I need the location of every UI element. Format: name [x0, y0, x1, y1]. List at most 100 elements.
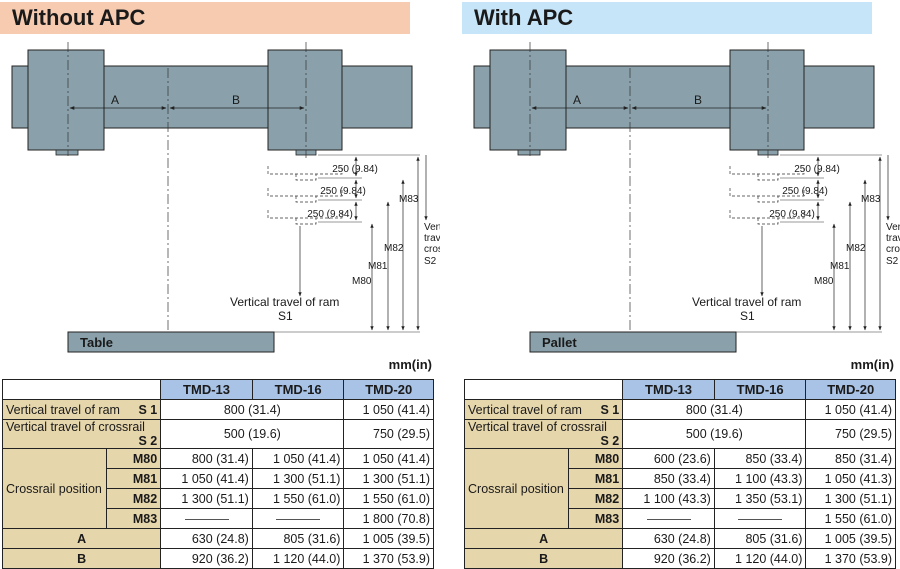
cell-ram-span: 800 (31.4)	[622, 399, 807, 420]
cell-b-c1: 920 (36.2)	[160, 548, 253, 569]
ram-travel-label: Vertical travel of ram	[692, 295, 801, 309]
sub-m82: M82	[106, 488, 162, 509]
cell-m81-c3: 1 300 (51.1)	[343, 468, 434, 489]
table-row: A 630 (24.8) 805 (31.6) 1 005 (39.5)	[1, 528, 434, 549]
cell-m80-c2: 1 050 (41.4)	[251, 448, 345, 469]
base-label: Table	[80, 335, 113, 350]
dim-a-label: A	[111, 93, 119, 107]
header-col-3: TMD-20	[805, 379, 896, 400]
ram-travel-s1: S1	[278, 309, 293, 323]
cell-m80-c2: 850 (33.4)	[713, 448, 807, 469]
m80-label: M80	[352, 276, 372, 287]
table-row: M82 1 300 (51.1) 1 550 (61.0) 1 550 (61.…	[3, 488, 434, 509]
crossrail-travel-line-1: Vertical	[424, 222, 440, 233]
panel-banner: Without APC	[0, 2, 410, 34]
panel-with-apc: With APC A B	[462, 0, 900, 569]
ram-travel-label: Vertical travel of ram	[230, 295, 339, 309]
base-block	[67, 331, 275, 353]
table-row: B 920 (36.2) 1 120 (44.0) 1 370 (53.9)	[463, 548, 896, 569]
left-column-foot	[55, 149, 79, 156]
row-label-b: B	[1, 548, 162, 569]
cell-ram-c3: 1 050 (41.4)	[343, 399, 434, 420]
unit-label: mm(in)	[388, 357, 432, 372]
table-row: M81 850 (33.4) 1 100 (43.3) 1 050 (41.3)	[465, 468, 896, 489]
cell-m82-c1: 1 100 (43.3)	[622, 488, 715, 509]
cell-m82-c2: 1 350 (53.1)	[713, 488, 807, 509]
crossrail-travel-line-2: travel of	[886, 233, 900, 244]
table-row: M83 1 550 (61.0)	[465, 508, 896, 529]
table-header-row: TMD-13 TMD-16 TMD-20	[463, 379, 896, 400]
cell-m81-c3: 1 050 (41.3)	[805, 468, 896, 489]
cell-m82-c1: 1 300 (51.1)	[160, 488, 253, 509]
header-col-1: TMD-13	[622, 379, 715, 400]
table-row: M83 1 800 (70.8)	[3, 508, 434, 529]
panel-title: Without APC	[12, 5, 146, 30]
cell-m83-c2	[251, 508, 345, 529]
cell-crossrail-c3: 750 (29.5)	[805, 419, 896, 449]
base-block	[529, 331, 737, 353]
table-row: A 630 (24.8) 805 (31.6) 1 005 (39.5)	[463, 528, 896, 549]
not-available-dash	[738, 518, 783, 520]
cell-m80-c3: 1 050 (41.4)	[343, 448, 434, 469]
cell-a-c3: 1 005 (39.5)	[343, 528, 434, 549]
row-label-b: B	[463, 548, 624, 569]
panel-title: With APC	[474, 5, 574, 30]
left-column	[27, 49, 105, 151]
cell-m82-c3: 1 550 (61.0)	[343, 488, 434, 509]
sub-m81: M81	[106, 468, 162, 489]
row-label-a: A	[463, 528, 624, 549]
crossrail-travel-line-3: crossrail	[424, 244, 440, 255]
sub-m80: M80	[568, 448, 624, 469]
cell-a-c2: 805 (31.6)	[251, 528, 345, 549]
cell-ram-c3: 1 050 (41.4)	[805, 399, 896, 420]
cell-m83-c3: 1 800 (70.8)	[343, 508, 434, 529]
step-label-3: 250 (9.84)	[769, 209, 815, 220]
crossrail-travel-line-3: crossrail	[886, 244, 900, 255]
cell-a-c3: 1 005 (39.5)	[805, 528, 896, 549]
sub-m81: M81	[568, 468, 624, 489]
cell-ram-span: 800 (31.4)	[160, 399, 345, 420]
step-label-1: 250 (9.84)	[794, 164, 840, 175]
cell-m80-c1: 800 (31.4)	[160, 448, 253, 469]
spec-table: TMD-13 TMD-16 TMD-20 Vertical travel of …	[1, 379, 434, 569]
not-available-dash	[646, 518, 691, 520]
cell-a-c1: 630 (24.8)	[622, 528, 715, 549]
table-row: Crossrail position M80 600 (23.6) 850 (3…	[463, 448, 896, 529]
not-available-dash	[276, 518, 321, 520]
extension-lines	[712, 154, 882, 333]
table-row: Crossrail position M80 800 (31.4) 1 050 …	[1, 448, 434, 529]
extension-lines	[250, 154, 420, 333]
dim-a-label: A	[573, 93, 581, 107]
table-row: B 920 (36.2) 1 120 (44.0) 1 370 (53.9)	[1, 548, 434, 569]
m82-label: M82	[846, 243, 866, 254]
spec-table: TMD-13 TMD-16 TMD-20 Vertical travel of …	[463, 379, 896, 569]
unit-label: mm(in)	[850, 357, 894, 372]
cell-b-c2: 1 120 (44.0)	[713, 548, 807, 569]
cell-crossrail-span: 500 (19.6)	[160, 419, 345, 449]
m82-label: M82	[384, 243, 404, 254]
cell-m81-c1: 1 050 (41.4)	[160, 468, 253, 489]
crossrail-travel-s2: S2	[424, 256, 437, 267]
cell-m83-c1	[160, 508, 253, 529]
crossrail-position-label: Crossrail position	[1, 448, 108, 529]
header-corner	[1, 379, 162, 400]
table-header-row: TMD-13 TMD-16 TMD-20	[1, 379, 434, 400]
cell-b-c3: 1 370 (53.9)	[343, 548, 434, 569]
sub-m82: M82	[568, 488, 624, 509]
sub-m83: M83	[106, 508, 162, 529]
step-label-3: 250 (9.84)	[307, 209, 353, 220]
step-label-1: 250 (9.84)	[332, 164, 378, 175]
header-col-2: TMD-16	[251, 379, 345, 400]
crossrail-travel-line-2: travel of	[424, 233, 440, 244]
crossrail-travel-s2: S2	[886, 256, 899, 267]
ram-head	[267, 49, 343, 151]
cell-a-c2: 805 (31.6)	[713, 528, 807, 549]
cell-m82-c2: 1 550 (61.0)	[251, 488, 345, 509]
cell-a-c1: 630 (24.8)	[160, 528, 253, 549]
